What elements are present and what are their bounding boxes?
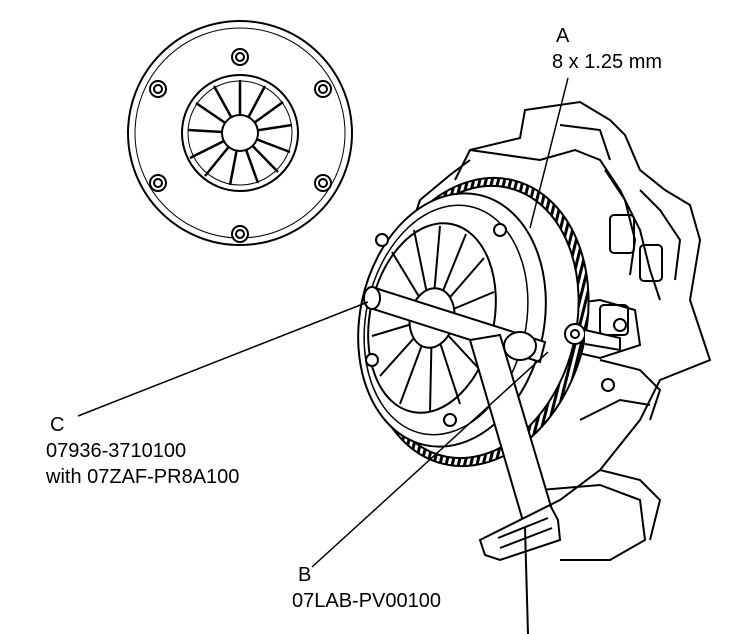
callout-c: C 07936-3710100 with 07ZAF-PR8A100 <box>45 414 239 488</box>
callout-a-spec: 8 x 1.25 mm <box>552 51 662 73</box>
leader-c <box>77 301 369 417</box>
callout-c-with: with 07ZAF-PR8A100 <box>45 466 239 488</box>
callout-c-letter: C <box>50 414 64 436</box>
leader-lines <box>77 77 569 568</box>
callout-a: A 8 x 1.25 mm <box>552 25 662 73</box>
engine-block <box>409 100 712 561</box>
callout-c-part: 07936-3710100 <box>46 440 186 462</box>
bolt-a <box>564 323 621 352</box>
clutch-disc-detail <box>127 20 353 246</box>
callout-b-part: 07LAB-PV00100 <box>292 590 441 612</box>
callout-a-letter: A <box>556 25 570 47</box>
disc-rivet-holes <box>149 48 332 243</box>
callout-b-letter: B <box>298 564 311 586</box>
tool-b-holder-handle <box>468 333 562 634</box>
leader-a <box>529 77 569 229</box>
callout-b: B 07LAB-PV00100 <box>292 564 441 612</box>
leader-b <box>311 351 549 568</box>
